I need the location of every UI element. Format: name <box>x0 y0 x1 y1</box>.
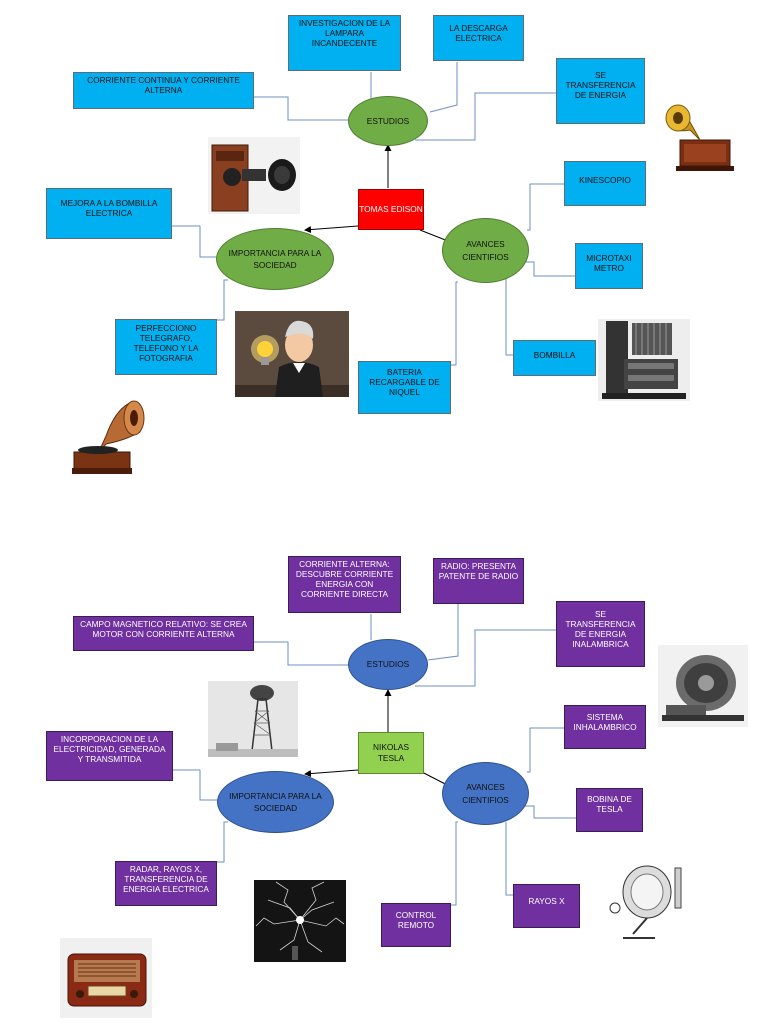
box-descarga: LA DESCARGA ELECTRICA <box>433 15 524 61</box>
wardenclyffe-tower <box>208 681 298 757</box>
box-mejora: MEJORA A LA BOMBILLA ELECTRICA <box>46 188 172 239</box>
ellipse-avances-tesla-label: AVANCES CIENTIFIOS <box>462 782 509 805</box>
box-alterna: CORRIENTE ALTERNA: DESCUBRE CORRIENTE EN… <box>288 556 401 613</box>
ellipse-avances-tesla: AVANCES CIENTIFIOS <box>442 762 529 825</box>
box-rayos: RAYOS X <box>513 884 580 928</box>
x-ray-lamp <box>603 862 687 944</box>
ellipse-avances-label: AVANCES CIENTIFIOS <box>462 239 509 262</box>
tesla-lab-sparks <box>254 880 346 962</box>
box-bateria: BATERIA RECARGABLE DE NIQUEL <box>358 361 451 414</box>
gramophone-horn <box>72 400 145 474</box>
box-transferencia-inalambrica: SE TRANSFERENCIA DE ENERGIA INALAMBRICA <box>556 601 645 667</box>
box-bombilla: BOMBILLA <box>513 340 596 376</box>
ellipse-importancia-label: IMPORTANCIA PARA LA SOCIEDAD <box>228 247 322 270</box>
box-kinescopio: KINESCOPIO <box>564 161 646 206</box>
center-node-label: TOMAS EDISON <box>359 203 423 214</box>
wall-telephone <box>208 137 300 214</box>
ellipse-estudios: ESTUDIOS <box>348 96 428 146</box>
ellipse-estudios-label: ESTUDIOS <box>366 115 410 126</box>
box-radio: RADIO: PRESENTA PATENTE DE RADIO <box>433 558 524 604</box>
ellipse-estudios-tesla: ESTUDIOS <box>348 639 428 690</box>
box-incorporacion: INCORPORACION DE LA ELECTRICIDAD, GENERA… <box>46 731 173 781</box>
box-campo: CAMPO MAGNETICO RELATIVO: SE CREA MOTOR … <box>73 616 254 651</box>
box-perfecciono: PERFECCIONO TELEGRAFO, TELEFONO Y LA FOT… <box>115 319 217 375</box>
box-control: CONTROL REMOTO <box>381 903 451 947</box>
ellipse-importancia: IMPORTANCIA PARA LA SOCIEDAD <box>216 228 334 290</box>
box-corriente: CORRIENTE CONTINUA Y CORRIENTE ALTERNA <box>73 72 254 109</box>
ellipse-estudios-tesla-label: ESTUDIOS <box>366 659 410 670</box>
ellipse-importancia-tesla: IMPORTANCIA PARA LA SOCIEDAD <box>217 771 334 833</box>
vintage-radio <box>60 938 152 1018</box>
gramophone-illustration <box>665 104 734 171</box>
center-node-edison: TOMAS EDISON <box>358 189 424 230</box>
edison-cartoon <box>235 311 349 397</box>
dynamo-machine <box>598 319 690 401</box>
box-bobina: BOBINA DE TESLA <box>576 788 643 832</box>
box-microtaxi: MICROTAXI METRO <box>575 243 643 289</box>
box-transferencia: SE TRANSFERENCIA DE ENERGIA <box>556 58 645 124</box>
center-node-tesla: NIKOLAS TESLA <box>358 732 424 774</box>
ellipse-importancia-tesla-label: IMPORTANCIA PARA LA SOCIEDAD <box>229 790 322 813</box>
box-lampara: INVESTIGACION DE LA LAMPARA INCANDECENTE <box>288 15 401 71</box>
box-sistema: SISTEMA INHALAMBRICO <box>564 705 646 749</box>
ellipse-avances: AVANCES CIENTIFIOS <box>442 218 529 283</box>
box-radar: RADAR, RAYOS X, TRANSFERENCIA DE ENERGIA… <box>115 861 217 906</box>
center-node-tesla-label: NIKOLAS TESLA <box>373 741 409 763</box>
induction-motor <box>658 645 748 727</box>
